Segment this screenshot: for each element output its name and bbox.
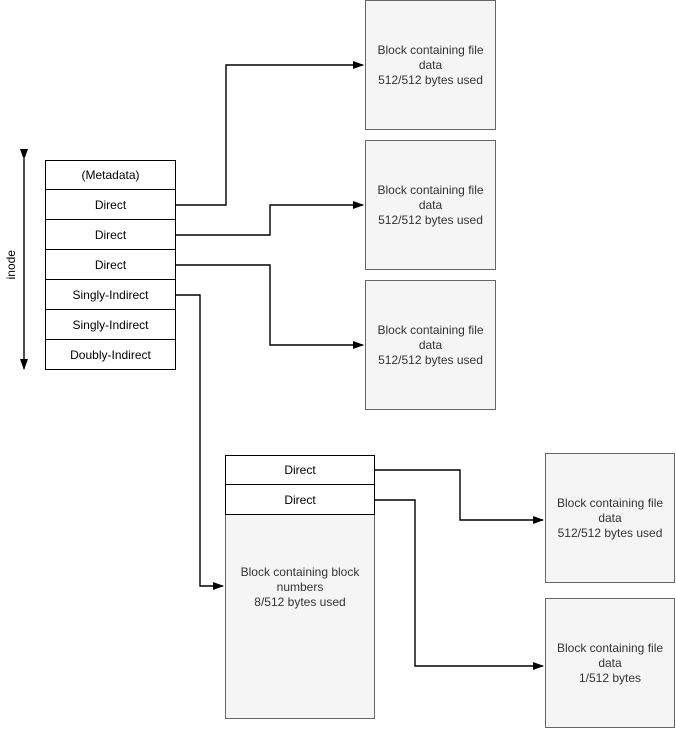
- block-label-line: Block containing file data: [377, 42, 484, 72]
- file-data-block-1: Block containing file data 512/512 bytes…: [365, 0, 496, 130]
- block-label-line: 512/512 bytes used: [378, 72, 483, 87]
- connector-indirect-direct2-to-file-block-5: [375, 499, 544, 670]
- block-label-line: Block containing file data: [556, 495, 664, 525]
- inode-row-direct-3: Direct: [45, 250, 176, 280]
- inode-row-direct-2: Direct: [45, 220, 176, 250]
- file-data-block-5: Block containing file data 1/512 bytes: [545, 598, 675, 728]
- file-data-block-4-label: Block containing file data 512/512 bytes…: [551, 496, 669, 541]
- inode-row-metadata: (Metadata): [45, 160, 176, 190]
- block-label-line: 1/512 bytes: [578, 670, 642, 685]
- block-label-line: 512/512 bytes used: [378, 212, 483, 227]
- inode-row-doubly-indirect: Doubly-Indirect: [45, 340, 176, 370]
- file-data-block-5-label: Block containing file data 1/512 bytes: [551, 641, 669, 686]
- connector-direct3-to-file-block-3: [176, 264, 364, 349]
- file-data-block-3-label: Block containing file data 512/512 bytes…: [372, 323, 490, 368]
- file-data-block-4: Block containing file data 512/512 bytes…: [545, 453, 675, 583]
- inode-label: inode: [4, 250, 18, 280]
- file-data-block-3: Block containing file data 512/512 bytes…: [365, 280, 496, 410]
- file-data-block-2-label: Block containing file data 512/512 bytes…: [372, 183, 490, 228]
- connector-direct2-to-file-block-2: [176, 201, 364, 236]
- indirect-row-direct-2: Direct: [225, 485, 375, 515]
- inode-table: (Metadata) Direct Direct Direct Singly-I…: [45, 160, 176, 370]
- indirect-row-direct-1: Direct: [225, 455, 375, 485]
- block-label-line: 512/512 bytes used: [378, 352, 483, 367]
- inode-row-direct-1: Direct: [45, 190, 176, 220]
- file-data-block-2: Block containing file data 512/512 bytes…: [365, 140, 496, 270]
- block-label-line: 512/512 bytes used: [557, 525, 663, 540]
- indirect-block-body: [225, 515, 375, 719]
- block-label-line: Block containing file data: [556, 640, 664, 670]
- inode-label-wrap: inode: [0, 160, 22, 370]
- file-data-block-1-label: Block containing file data 512/512 bytes…: [372, 43, 490, 88]
- inode-row-singly-indirect-1: Singly-Indirect: [45, 280, 176, 310]
- connector-direct1-to-file-block-1: [176, 61, 364, 206]
- block-label-line: Block containing file data: [377, 182, 484, 212]
- indirect-block-structure: Direct Direct Block containing block num…: [225, 455, 375, 719]
- connector-singly-indirect-to-indirect-block: [176, 294, 224, 590]
- block-label-line: Block containing file data: [377, 322, 484, 352]
- connector-indirect-direct1-to-file-block-4: [375, 469, 544, 524]
- inode-row-singly-indirect-2: Singly-Indirect: [45, 310, 176, 340]
